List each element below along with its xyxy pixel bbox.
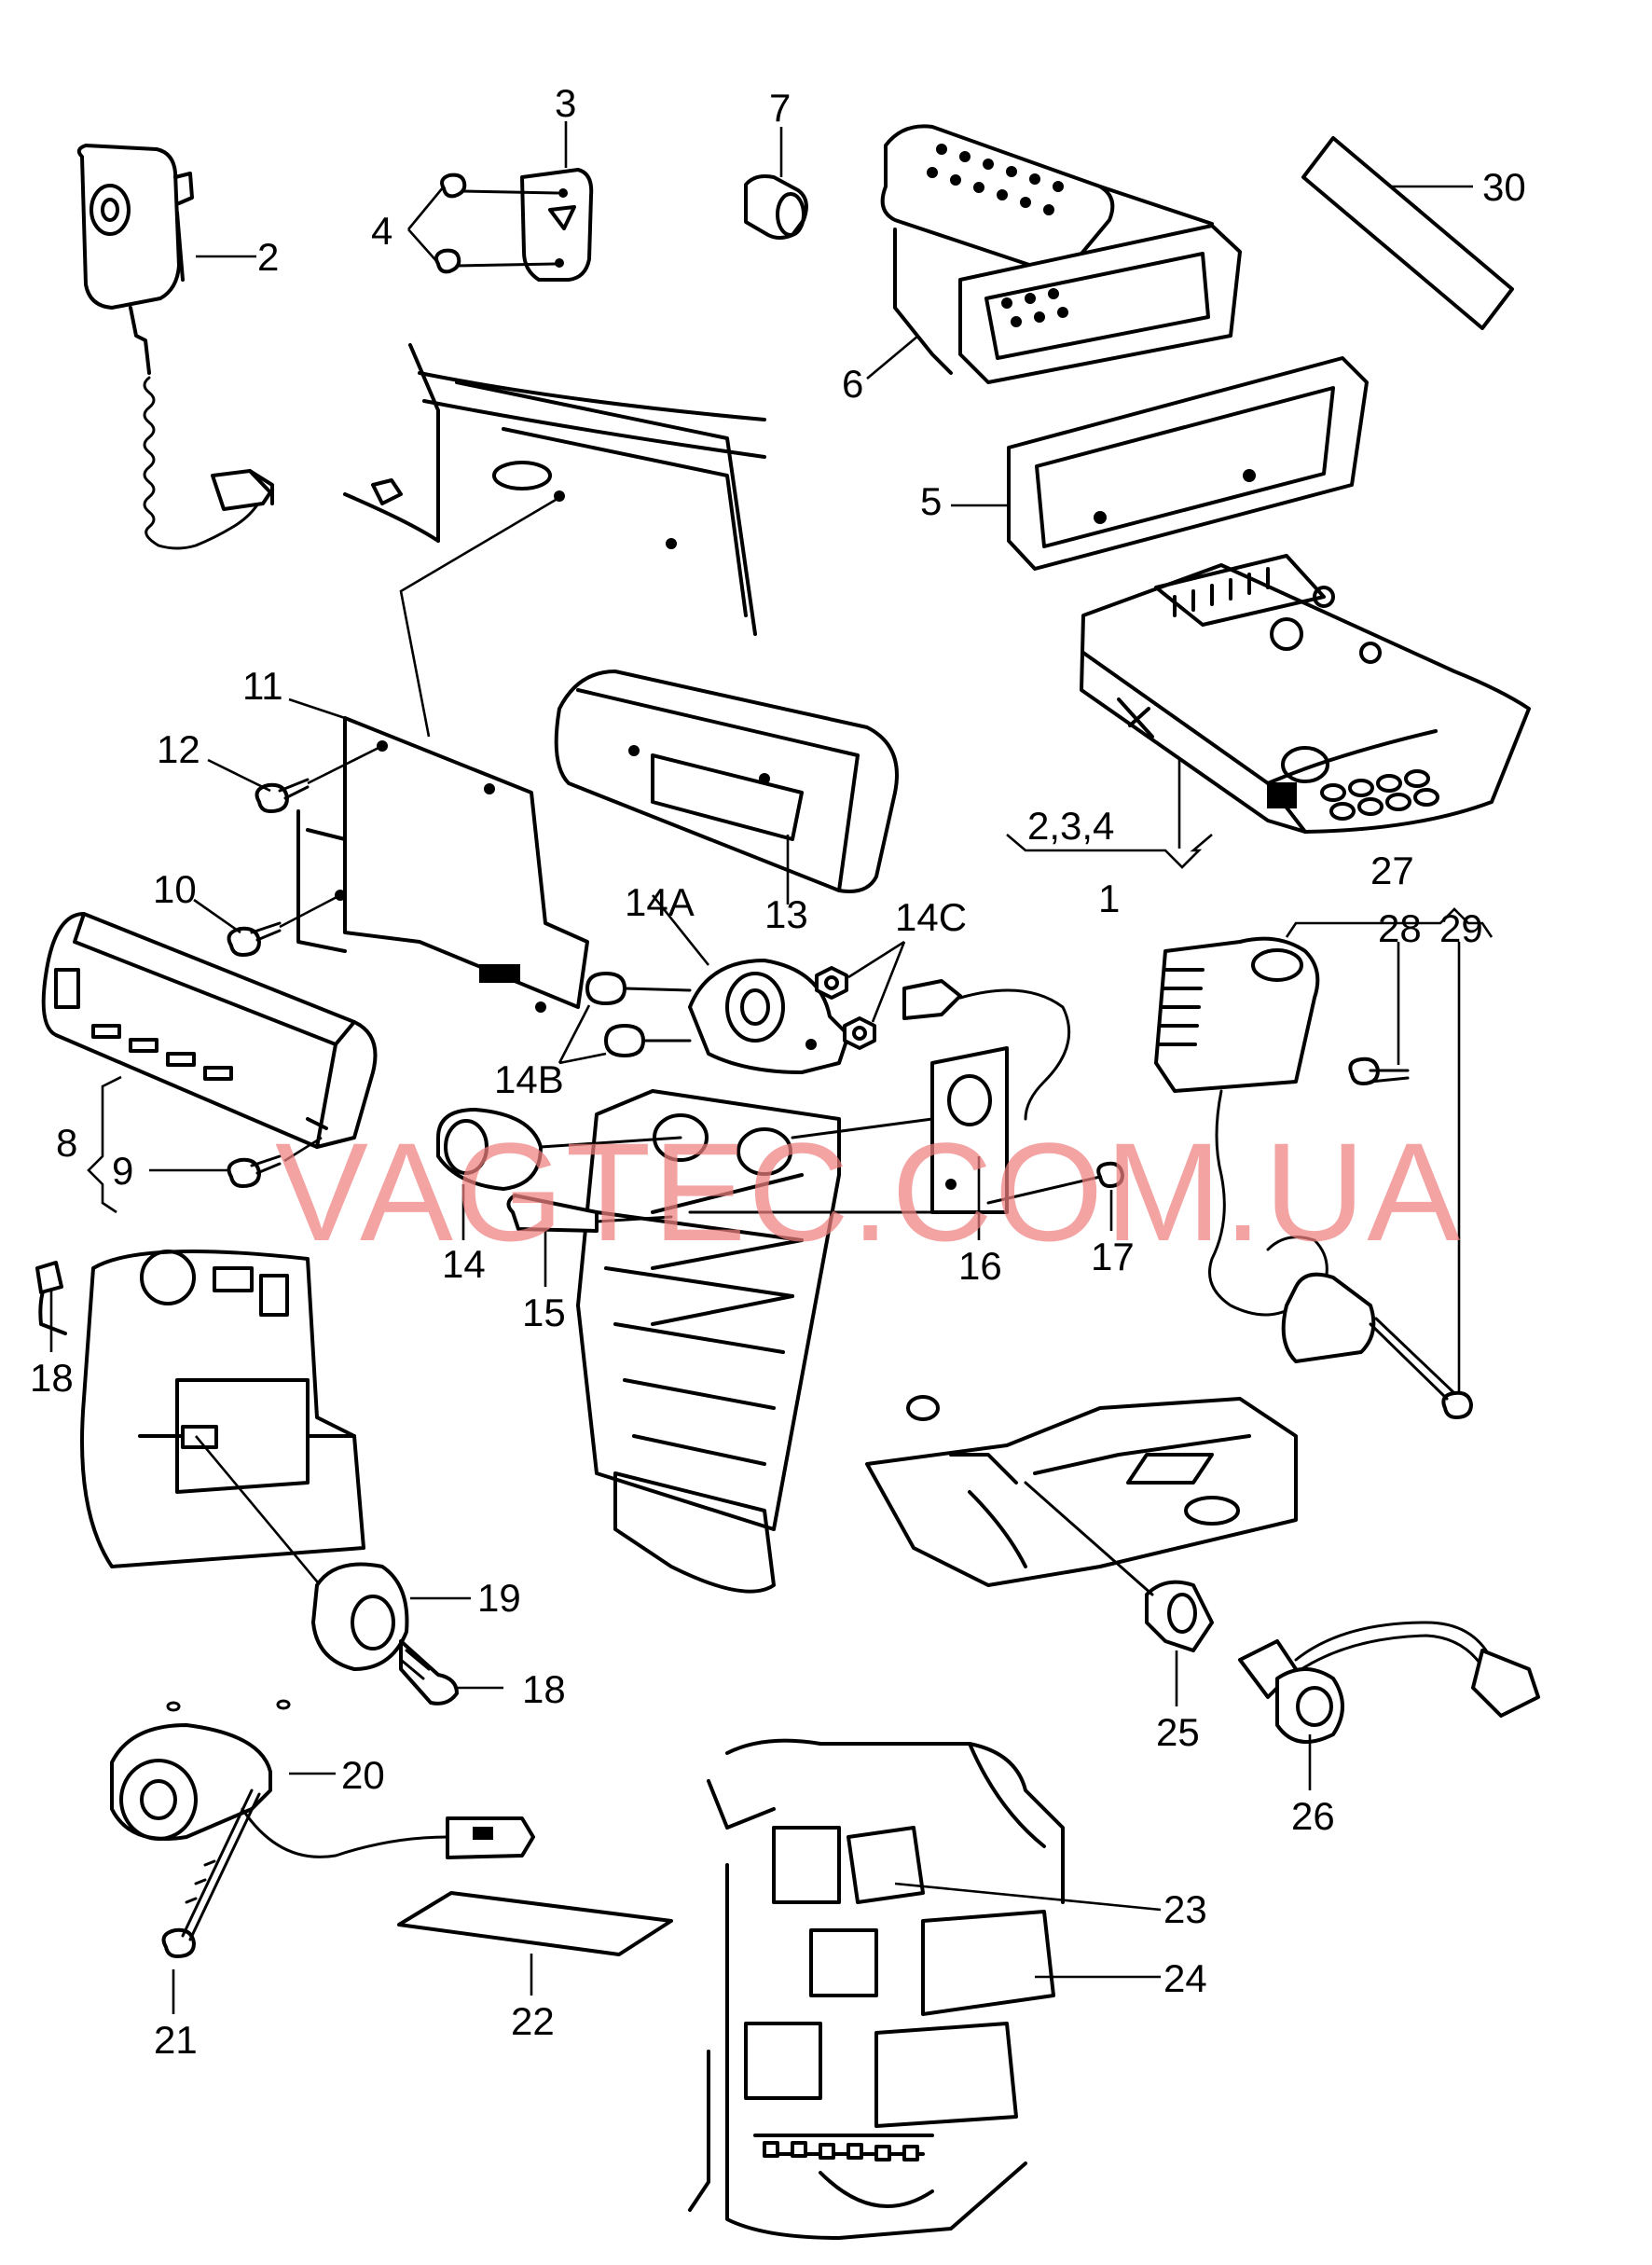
watermark: VAGTEC.COM.UA (275, 1113, 1462, 1270)
nuts-14c (815, 966, 876, 1050)
callout-3: 3 (555, 81, 576, 125)
callout-29: 29 (1439, 906, 1483, 950)
dash-panel (343, 343, 766, 636)
bolts-14b (585, 972, 692, 1057)
callout-27: 27 (1370, 849, 1414, 892)
callout-6: 6 (842, 362, 863, 406)
label-sticker (1301, 136, 1514, 330)
center-console-panel (688, 1738, 1065, 2240)
callout-19: 19 (477, 1576, 521, 1620)
grommet-14 (436, 1108, 682, 1191)
callout-30: 30 (1482, 165, 1526, 209)
callout-12: 12 (157, 727, 200, 771)
console-tray (576, 1089, 934, 1594)
callout-22: 22 (511, 1999, 555, 2043)
mounting-plate (296, 716, 589, 1013)
cable-bracket-16 (902, 979, 1071, 1214)
left-dash-panel (35, 1250, 365, 1568)
microphone-handset (76, 144, 274, 550)
callout-16: 16 (958, 1244, 1002, 1288)
callout-1: 1 (1098, 877, 1120, 920)
callout-20: 20 (341, 1753, 385, 1797)
grommet-19 (311, 1562, 409, 1671)
radio-unit (1080, 554, 1531, 834)
callout-23: 23 (1163, 1887, 1207, 1931)
speaker-20 (110, 1699, 535, 1859)
console-25 (865, 1395, 1298, 1587)
mounting-frame (880, 124, 1242, 384)
callout-5: 5 (920, 479, 942, 523)
callout-14a: 14A (625, 880, 695, 924)
callout-26: 26 (1291, 1794, 1335, 1838)
callout-9: 9 (112, 1149, 133, 1193)
screw-12 (255, 778, 310, 813)
screw-10 (227, 921, 282, 957)
pin-15 (506, 1194, 673, 1233)
label-sheet (397, 1891, 673, 1956)
bracket-with-screws (406, 168, 594, 282)
harness-26 (1238, 1621, 1540, 1744)
callout-14c: 14C (895, 895, 967, 939)
callout-24: 24 (1163, 1956, 1207, 2000)
callout-13: 13 (764, 892, 808, 936)
screw-21 (161, 1789, 261, 1958)
callout-7: 7 (769, 86, 791, 130)
bezel (554, 670, 899, 893)
callout-18-bottom: 18 (522, 1667, 566, 1711)
callout-11: 11 (242, 664, 283, 708)
callout-2: 2 (257, 235, 279, 279)
callout-labels: 1 2,3,4 2 3 4 5 6 7 8 9 10 11 12 13 14 1… (30, 81, 1526, 2062)
screw-18 (399, 1639, 459, 1706)
socket-25 (1024, 1481, 1214, 1652)
callout-21: 21 (154, 2018, 198, 2062)
callout-28: 28 (1378, 906, 1422, 950)
callout-4: 4 (371, 209, 392, 253)
screw-17 (986, 1161, 1124, 1205)
display-unit (41, 912, 378, 1149)
callout-18-top: 18 (30, 1356, 74, 1400)
clip-7 (744, 174, 808, 240)
socket-assembly-27 (1154, 936, 1376, 1363)
callout-15: 15 (522, 1291, 566, 1334)
trim-frame (1007, 356, 1369, 571)
callout-17: 17 (1091, 1235, 1135, 1278)
callout-10: 10 (153, 867, 197, 911)
screw-9 (227, 1154, 282, 1188)
screw-28 (1348, 1057, 1410, 1085)
bracket-8 (87, 1075, 122, 1214)
callout-25: 25 (1156, 1710, 1200, 1754)
bracket-1 (1006, 834, 1213, 869)
callout-14: 14 (442, 1242, 486, 1286)
callout-8: 8 (56, 1121, 77, 1165)
screw-29 (1369, 1317, 1473, 1419)
callout-2-3-4: 2,3,4 (1027, 804, 1114, 848)
callout-14b: 14B (494, 1057, 564, 1101)
